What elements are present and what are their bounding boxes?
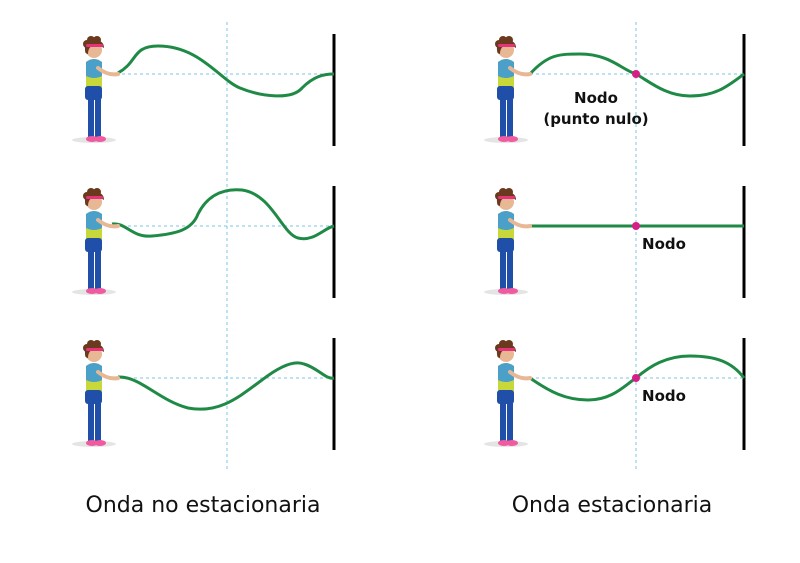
node-dot-1 (632, 70, 640, 78)
node-dot-3 (632, 374, 640, 382)
person-icon-right-1 (482, 34, 532, 145)
rope-left-3 (117, 361, 335, 411)
person-icon-right-3 (482, 338, 532, 449)
node-label-top-1: Nodo (574, 89, 618, 107)
node-label-top-2: (punto nulo) (543, 110, 648, 128)
rope-left-2 (111, 188, 335, 241)
caption-standing-wave: Onda estacionaria (511, 493, 713, 518)
person-icon-left-1 (70, 34, 120, 145)
caption-non-standing-wave: Onda no estacionaria (85, 493, 321, 518)
node-label-middle: Nodo (642, 235, 686, 253)
rope-left-1 (117, 44, 335, 98)
person-icon-right-2 (482, 186, 532, 297)
node-dot-2 (632, 222, 640, 230)
person-icon-left-2 (70, 186, 120, 297)
node-label-bottom: Nodo (642, 387, 686, 405)
person-icon-left-3 (70, 338, 120, 449)
